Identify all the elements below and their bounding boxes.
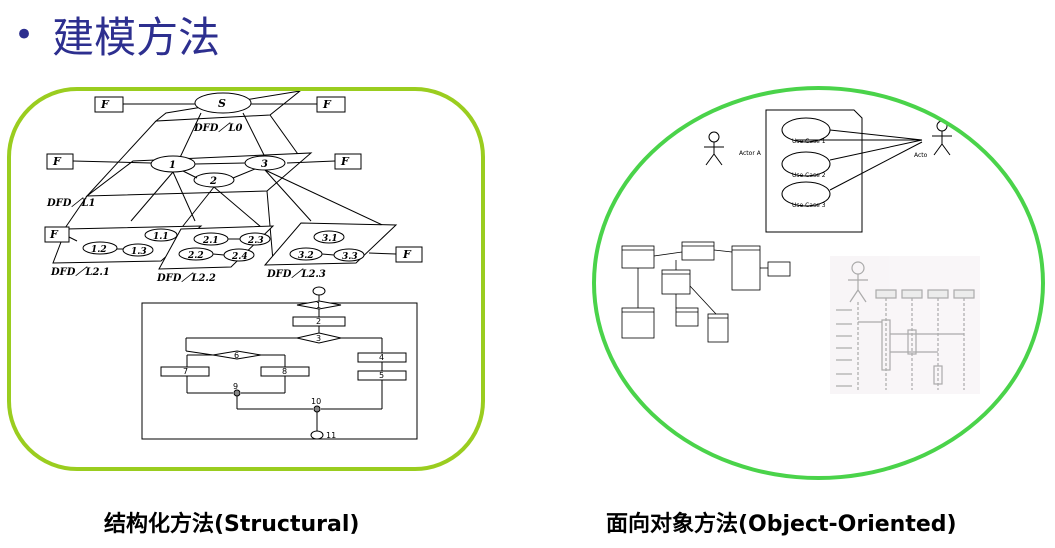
process-3-2-label: 3.2 [298,251,314,261]
dfd-l22-label: DFD／L2.2 [156,272,216,284]
process-3-1 [313,230,345,244]
flow-6-label: 6 [234,351,239,360]
dfd-l23-label: DFD／L2.3 [266,268,326,280]
dfd-l1-label: DFD／L1 [46,197,95,209]
flow-1-label: 1 [316,301,321,310]
use-case-2-label: Use Case 2 [792,172,826,179]
flow-3-label: 3 [316,334,321,343]
use-case-diagram [704,109,952,233]
dfd-l23-plane [263,222,398,266]
ext-label: F [49,228,59,241]
process-3-1-label: 3.1 [322,234,338,244]
class-box [707,313,729,343]
ext-label: F [402,248,412,261]
process-1-3 [122,243,154,257]
flow-4-label: 4 [379,353,384,362]
process-2-4-label: 2.4 [231,252,248,262]
title-text: 建模方法 [52,13,221,62]
ext-entity-l0-right [316,96,346,113]
process-3-label: 3 [261,159,268,170]
decision-6 [212,350,262,360]
object-oriented-panel: Actor A Acto Use Case 1 Use Case 2 Use C… [592,86,1045,480]
dfd-diagram: F F S DFD／L0 F F 1 2 3 DFD／L1 F F 1.1 1.… [44,91,423,440]
flow-2-label: 2 [316,317,321,326]
use-case-3 [781,181,831,207]
flow-7-label: 7 [183,367,188,376]
process-1-2 [82,241,118,255]
process-box-7 [160,366,210,377]
ext-entity-l0-left [94,96,124,113]
dfd-l21-label: DFD／L2.1 [50,266,110,278]
actor-b-label: Acto [914,152,928,159]
class-box [621,245,655,269]
use-case-2 [781,151,831,177]
process-1-2-label: 1.2 [91,245,107,255]
process-1-3-label: 1.3 [131,247,147,257]
ext-label: F [322,98,332,111]
process-1-label: 1 [169,160,176,171]
process-2-2-label: 2.2 [187,251,204,261]
flow-9-label: 9 [233,382,238,391]
process-2-1-label: 2.1 [202,236,219,246]
process-s-label: S [218,97,226,110]
slide-title: • 建模方法 [14,4,220,65]
flow-11-label: 11 [326,431,336,440]
decision-3 [296,332,342,344]
oo-diagrams: Actor A Acto Use Case 1 Use Case 2 Use C… [621,109,980,394]
title-bullet: • [14,14,35,55]
process-1-1 [144,228,178,242]
process-1-1-label: 1.1 [153,232,169,242]
ext-label: F [100,98,110,111]
flow-8-label: 8 [282,367,287,376]
process-2-3-label: 2.3 [247,236,264,246]
ext-entity-l2-left [44,226,70,243]
dfd-l0-label: DFD／L0 [193,122,242,134]
process-s [194,92,252,114]
actor-a-label: Actor A [739,150,762,157]
note-box [767,261,791,277]
sequence-diagram [830,256,980,394]
structural-diagram-panel: F F S DFD／L0 F F 1 2 3 DFD／L1 F F 1.1 1.… [7,87,485,471]
flow-10-label: 10 [311,397,321,406]
ext-label: F [52,155,62,168]
actor-b-head [936,120,948,132]
class-box [621,307,655,339]
class-box [731,245,761,291]
class-box [675,307,699,327]
process-2-label: 2 [209,176,217,187]
ext-label: F [340,155,350,168]
actor-a-head [708,131,720,143]
structural-caption: 结构化方法(Structural) [104,512,360,537]
flow-5-label: 5 [379,371,384,380]
use-case-1-label: Use Case 1 [792,138,826,145]
object-oriented-caption: 面向对象方法(Object-Oriented) [606,512,957,537]
process-3-3-label: 3.3 [342,252,358,262]
use-case-3-label: Use Case 3 [792,202,826,209]
class-box [681,241,715,261]
ext-entity-l2-right [395,246,423,263]
class-diagram [621,241,791,343]
